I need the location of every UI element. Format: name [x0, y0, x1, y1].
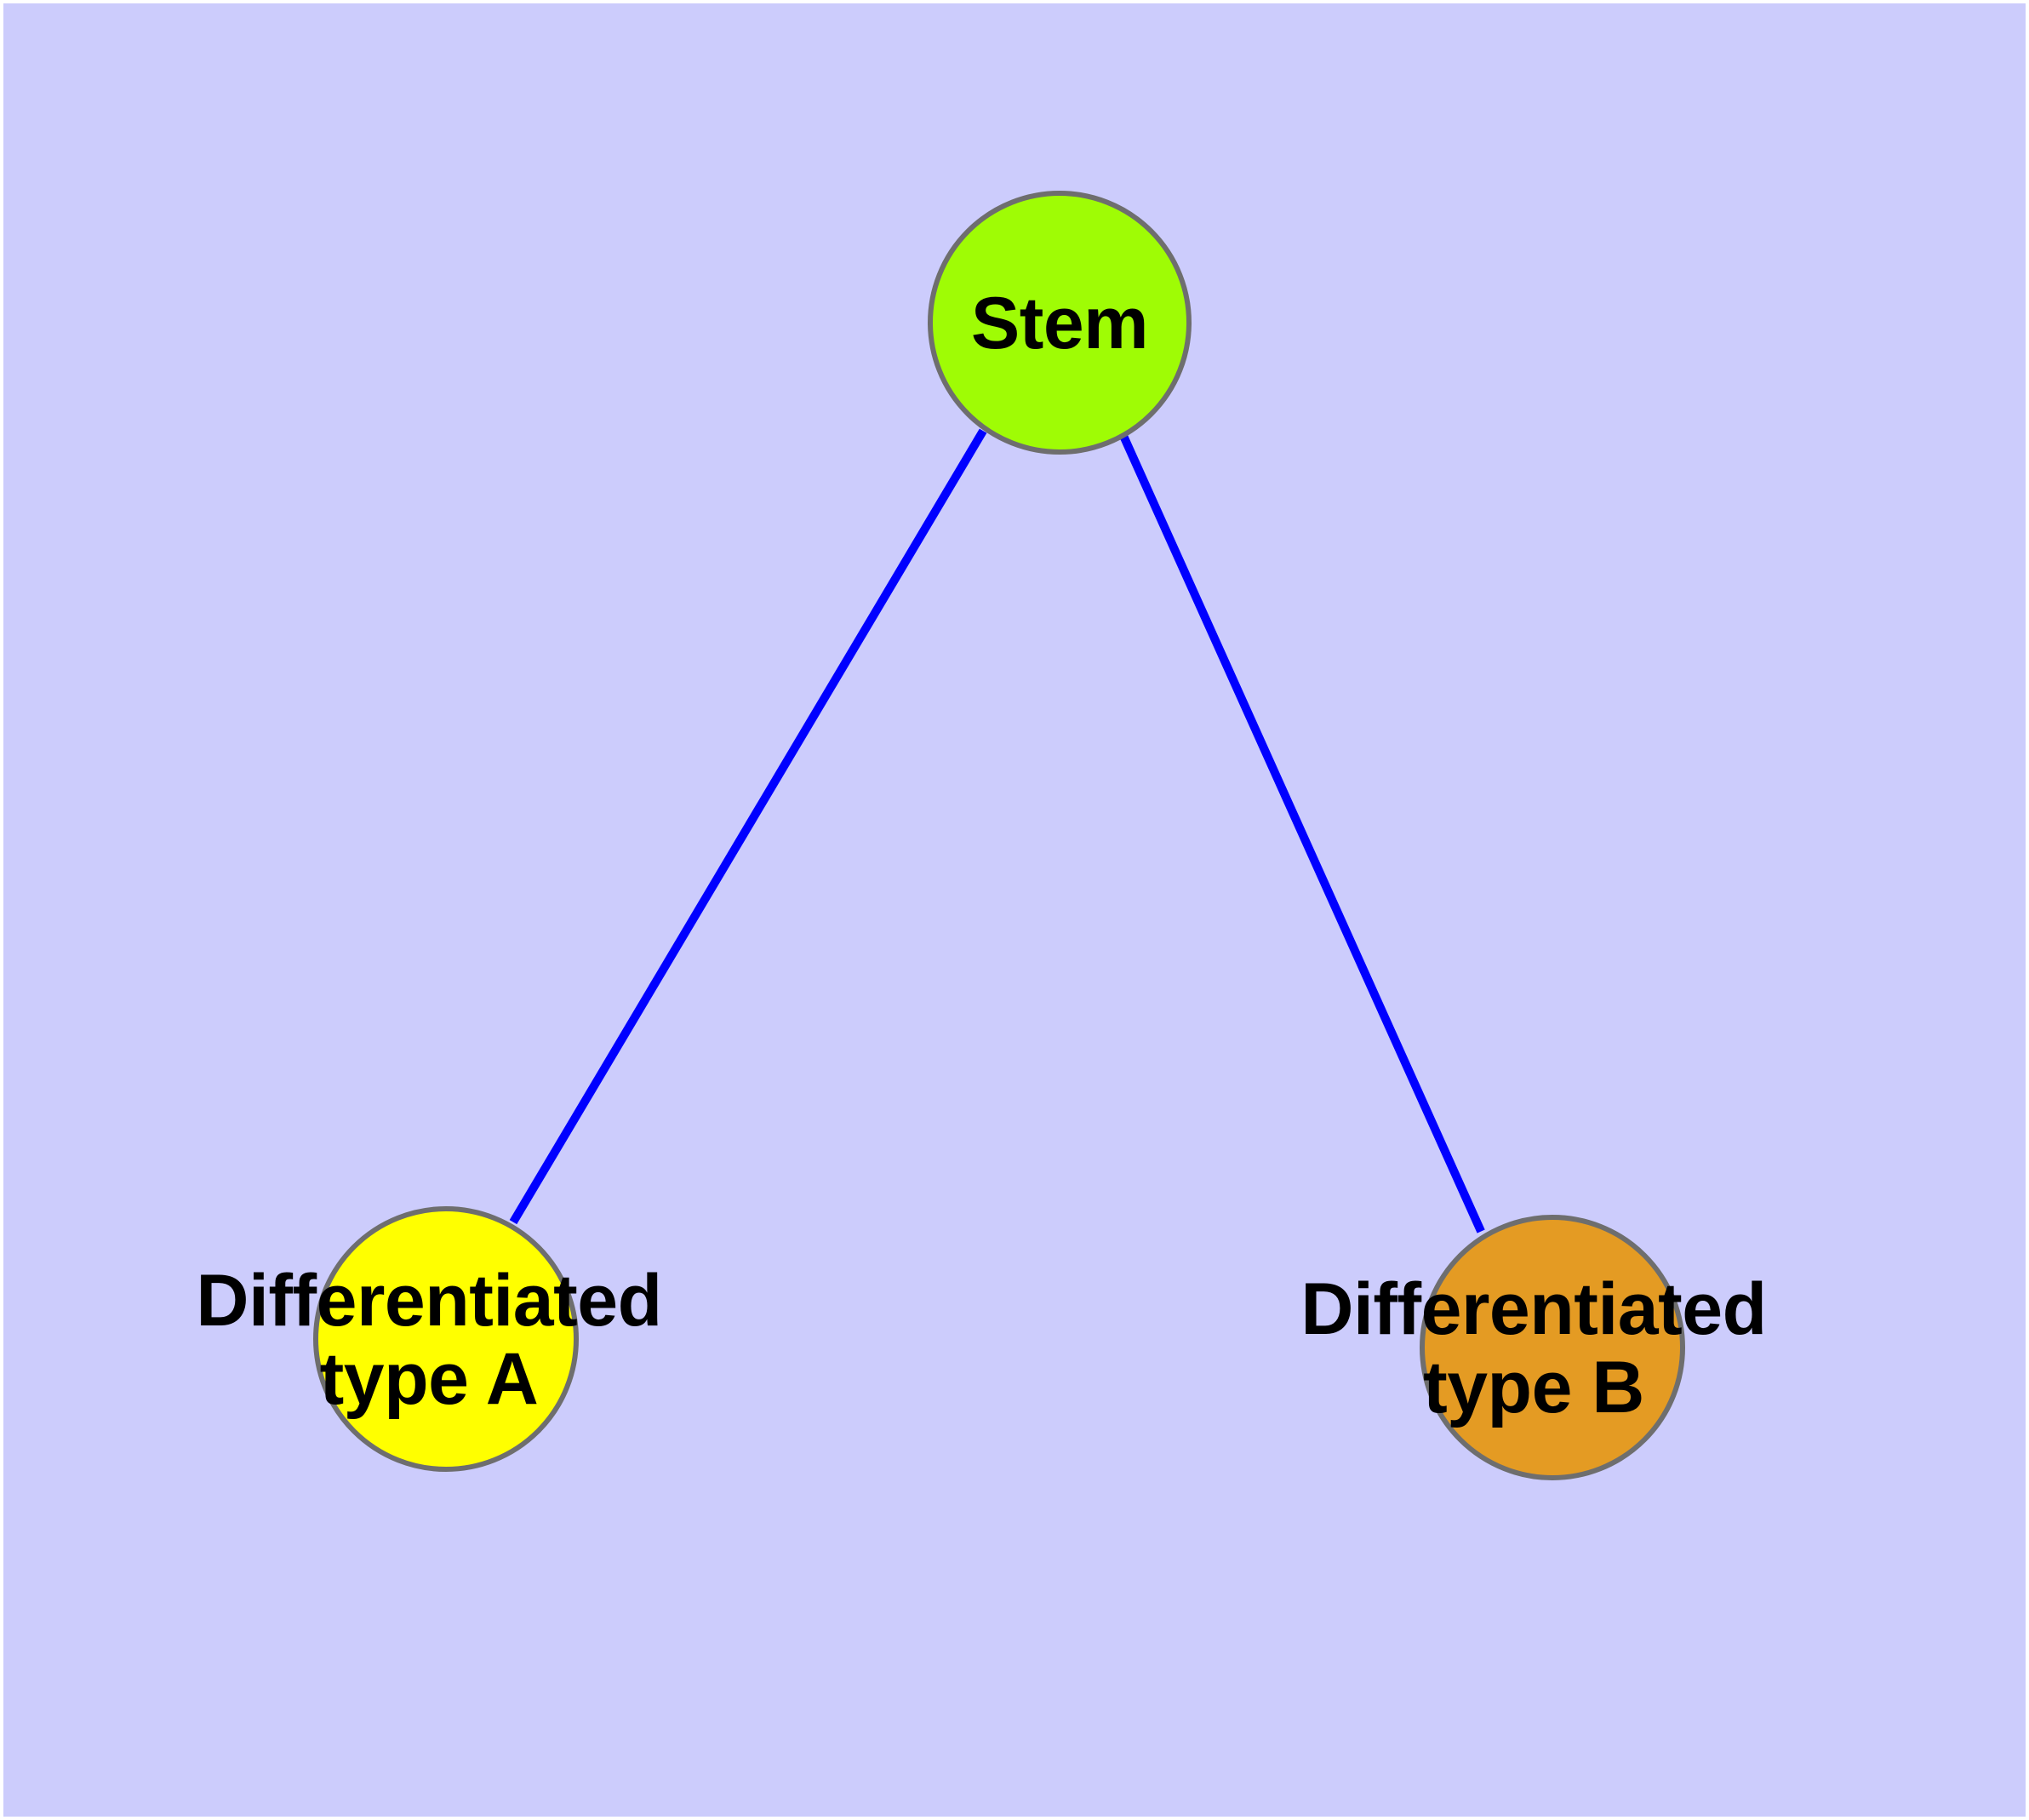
edge-stem-to-differentiated-type-b[interactable] [1116, 426, 1485, 1233]
node-layer: Stem Differentiated type A Differentiate… [3, 3, 2026, 1817]
edge-stem-to-differentiated-type-a[interactable] [509, 428, 987, 1225]
node-differentiated-type-a[interactable] [313, 1206, 579, 1472]
node-differentiated-type-b[interactable] [1420, 1215, 1685, 1480]
node-stem[interactable] [928, 191, 1192, 455]
edge-layer [509, 426, 1485, 1233]
